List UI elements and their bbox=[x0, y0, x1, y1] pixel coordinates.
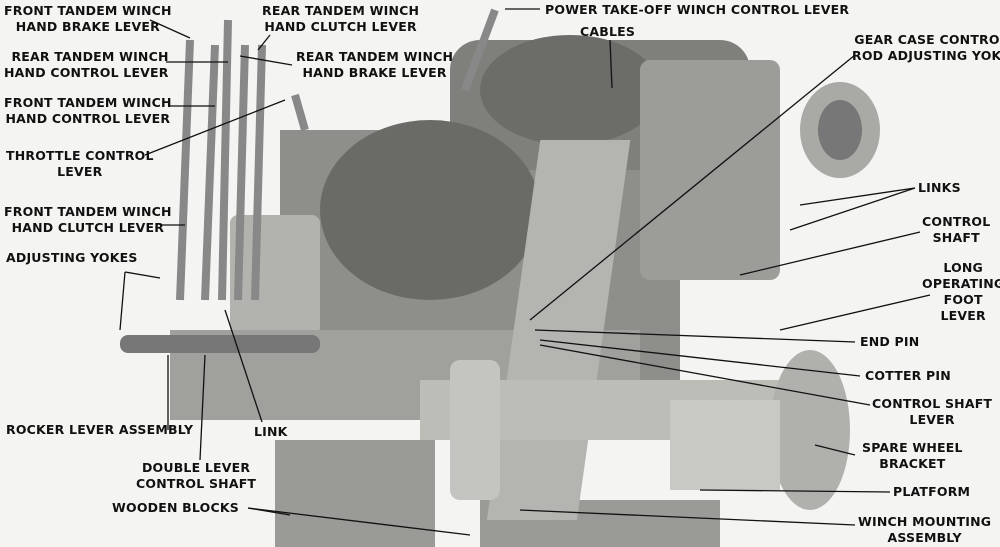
front-cable-drum bbox=[320, 120, 540, 300]
label-line: HAND BRAKE LEVER bbox=[302, 65, 447, 80]
label-links: LINKS bbox=[918, 180, 961, 195]
label-line: HAND CLUTCH LEVER bbox=[264, 19, 417, 34]
label-line: WINCH MOUNTING bbox=[858, 514, 992, 529]
label-platform: PLATFORM bbox=[893, 484, 971, 499]
label-line: FRONT TANDEM WINCH bbox=[4, 204, 172, 219]
label-line: OPERATING bbox=[922, 276, 1000, 291]
label-wooden-blocks: WOODEN BLOCKS bbox=[112, 500, 239, 515]
label-line: REAR TANDEM WINCH bbox=[262, 3, 420, 18]
label-line: ASSEMBLY bbox=[887, 530, 962, 545]
label-line: CONTROL bbox=[922, 214, 991, 229]
label-cables: CABLES bbox=[580, 24, 636, 39]
label-line: HAND CLUTCH LEVER bbox=[11, 220, 165, 235]
label-power-take-off-lever: POWER TAKE-OFF WINCH CONTROL LEVER bbox=[545, 2, 850, 17]
winch-body bbox=[120, 35, 880, 520]
label-line: LEVER bbox=[940, 308, 986, 323]
label-line: REAR TANDEM WINCH bbox=[11, 49, 169, 64]
leader-lines bbox=[119, 8, 931, 536]
label-adjusting-yokes: ADJUSTING YOKES bbox=[6, 250, 138, 265]
label-link: LINK bbox=[254, 424, 288, 439]
label-line: HAND BRAKE LEVER bbox=[15, 19, 160, 34]
label-line: SPARE WHEEL bbox=[862, 440, 963, 455]
label-line: CONTROL SHAFT bbox=[136, 476, 257, 491]
housing-box bbox=[230, 215, 320, 335]
rear-cable-drum bbox=[480, 35, 660, 145]
label-line: FOOT bbox=[943, 292, 983, 307]
label-rocker-lever-assembly: ROCKER LEVER ASSEMBLY bbox=[6, 422, 194, 437]
label-cotter-pin: COTTER PIN bbox=[865, 368, 951, 383]
label-line: GEAR CASE CONTROL bbox=[854, 32, 1000, 47]
label-line: LEVER bbox=[909, 412, 955, 427]
label-line: CONTROL SHAFT bbox=[872, 396, 993, 411]
label-line: HAND CONTROL LEVER bbox=[4, 65, 169, 80]
label-line: FRONT TANDEM WINCH bbox=[4, 95, 172, 110]
label-line: HAND CONTROL LEVER bbox=[5, 111, 171, 126]
label-line: DOUBLE LEVER bbox=[141, 460, 251, 475]
platform bbox=[670, 400, 780, 490]
label-line: LONG bbox=[943, 260, 984, 275]
hand-levers bbox=[176, 8, 499, 301]
label-line: LEVER bbox=[57, 164, 103, 179]
label-line: REAR TANDEM WINCH bbox=[296, 49, 454, 64]
label-end-pin: END PIN bbox=[860, 334, 920, 349]
label-line: BRACKET bbox=[879, 456, 946, 471]
label-line: FRONT TANDEM WINCH bbox=[4, 3, 172, 18]
label-line: THROTTLE CONTROL bbox=[6, 148, 154, 163]
label-line: ROD ADJUSTING YOKE bbox=[852, 48, 1000, 63]
rocker-shaft bbox=[120, 335, 320, 353]
label-line: SHAFT bbox=[932, 230, 980, 245]
gear-case bbox=[640, 60, 780, 280]
